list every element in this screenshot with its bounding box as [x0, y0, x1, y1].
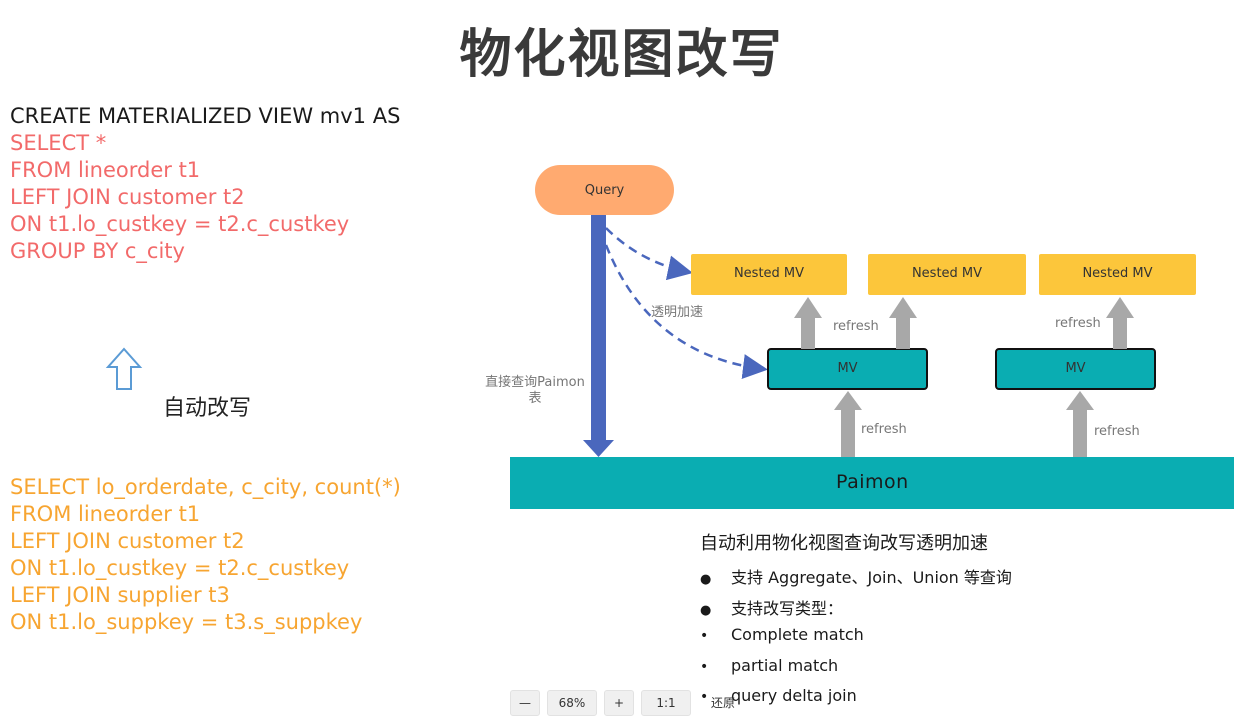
mv-sql-line: ON t1.lo_custkey = t2.c_custkey	[10, 212, 350, 236]
nested-mv-box	[1039, 254, 1196, 295]
summary-item: partial match	[700, 656, 838, 675]
mv-sql-line: FROM lineorder t1	[10, 158, 201, 182]
mv-sql-line: LEFT JOIN customer t2	[10, 185, 245, 209]
bullet-icon	[700, 656, 731, 675]
bullet-icon	[700, 568, 731, 587]
dashed-arrow-nested	[605, 227, 693, 281]
transparent-accel-label: 透明加速	[651, 305, 704, 320]
direct-query-arrow-head	[583, 440, 614, 457]
bullet-icon	[700, 599, 731, 618]
refresh-label: refresh	[833, 319, 879, 334]
zoom-out-button[interactable]: —	[510, 690, 540, 716]
up-arrow-icon	[105, 347, 143, 390]
query-label: Query	[584, 183, 625, 198]
mv-label: MV	[1065, 361, 1086, 376]
zoom-in-button[interactable]: +	[604, 690, 634, 716]
query-sql-line: ON t1.lo_custkey = t2.c_custkey	[10, 556, 350, 580]
direct-query-label: 直接查询Paimon 表	[485, 375, 585, 406]
auto-rewrite-label: 自动改写	[163, 396, 252, 421]
summary-item: query delta join	[700, 686, 857, 705]
mv-sql-line: GROUP BY c_city	[10, 239, 185, 263]
query-sql-line: LEFT JOIN customer t2	[10, 529, 245, 553]
nested-mv-label: Nested MV	[911, 266, 983, 281]
mv-box	[767, 348, 928, 390]
summary-item: 支持改写类型：	[700, 595, 843, 619]
mv-box	[995, 348, 1156, 390]
query-sql-line: ON t1.lo_suppkey = t3.s_suppkey	[10, 610, 363, 634]
mv-label: MV	[837, 361, 858, 376]
summary-item: 支持 Aggregate、Join、Union 等查询	[700, 564, 1012, 588]
actual-size-button[interactable]: 1:1	[641, 690, 691, 716]
nested-mv-box	[691, 254, 847, 295]
refresh-arrow	[841, 408, 855, 457]
refresh-arrow	[1073, 408, 1087, 457]
query-sql-line: LEFT JOIN supplier t3	[10, 583, 230, 607]
nested-mv-label: Nested MV	[733, 266, 805, 281]
paimon-label: Paimon	[836, 471, 909, 493]
bullet-icon	[700, 625, 731, 644]
summary-title: 自动利用物化视图查询改写透明加速	[700, 533, 988, 554]
direct-query-arrow-shaft	[591, 215, 606, 443]
paimon-bar	[510, 457, 1234, 509]
zoom-level[interactable]: 68%	[547, 690, 597, 716]
refresh-label: refresh	[861, 422, 907, 437]
refresh-arrow	[1113, 316, 1127, 349]
refresh-label: refresh	[1055, 316, 1101, 331]
mv-sql-line: CREATE MATERIALIZED VIEW mv1 AS	[10, 104, 401, 128]
nested-mv-label: Nested MV	[1082, 266, 1153, 281]
refresh-label: refresh	[1094, 424, 1140, 439]
query-sql-line: SELECT lo_orderdate, c_city, count(*)	[10, 475, 401, 499]
query-node	[535, 165, 674, 215]
page-title: 物化视图改写	[459, 25, 784, 85]
restore-button[interactable]: 还原	[710, 696, 735, 710]
nested-mv-box	[868, 254, 1026, 295]
query-sql-line: FROM lineorder t1	[10, 502, 201, 526]
summary-item: Complete match	[700, 625, 864, 644]
dashed-arrow-mv	[604, 244, 768, 379]
refresh-arrow	[896, 316, 910, 349]
mv-sql-line: SELECT *	[10, 131, 107, 155]
refresh-arrow	[801, 316, 815, 349]
